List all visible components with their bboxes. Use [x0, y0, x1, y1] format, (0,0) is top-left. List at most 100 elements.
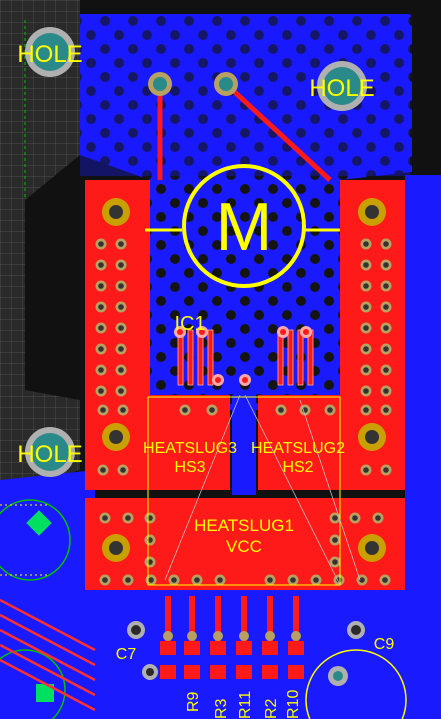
- via: [287, 574, 299, 586]
- via: [360, 322, 372, 334]
- left-led-section: [0, 499, 96, 719]
- via: [360, 343, 372, 355]
- r9-label: R9: [185, 691, 202, 712]
- resistor-pad[interactable]: [262, 641, 278, 655]
- via: [380, 385, 392, 397]
- via: [115, 280, 127, 292]
- via: [329, 556, 341, 568]
- mounting-hole-left[interactable]: [25, 427, 75, 477]
- via: [95, 238, 107, 250]
- heatslug3-label: HEATSLUG3: [143, 440, 237, 457]
- via-array: [95, 238, 392, 586]
- led-pad-diamond: [26, 510, 52, 536]
- resistor-trace: [165, 596, 171, 646]
- via: [380, 238, 392, 250]
- via: [264, 574, 276, 586]
- r3-label: R3: [213, 698, 230, 719]
- resistor-pad[interactable]: [160, 665, 176, 679]
- resistor-pad[interactable]: [210, 641, 226, 655]
- ic1-leads: [177, 329, 314, 386]
- hole-label-top-right: HOLE: [309, 75, 374, 102]
- resistor-via: [163, 631, 173, 641]
- via: [324, 404, 336, 416]
- via: [360, 385, 372, 397]
- via: [115, 238, 127, 250]
- via: [115, 343, 127, 355]
- via: [349, 512, 361, 524]
- via: [115, 301, 127, 313]
- via: [144, 556, 156, 568]
- via: [372, 512, 384, 524]
- resistor-via: [265, 631, 275, 641]
- r2-label: R2: [263, 698, 280, 719]
- bottom-copper-bottom: [95, 590, 410, 719]
- via: [95, 343, 107, 355]
- resistor-via: [213, 631, 223, 641]
- via: [380, 322, 392, 334]
- via: [95, 301, 107, 313]
- resistor-pad[interactable]: [184, 665, 200, 679]
- via: [275, 404, 287, 416]
- via: [117, 464, 129, 476]
- via: [379, 574, 391, 586]
- via: [97, 464, 109, 476]
- heatslug-outline: [147, 396, 341, 586]
- hole-label-top-left: HOLE: [17, 41, 82, 68]
- resistor-pad[interactable]: [236, 641, 252, 655]
- resistor-pad[interactable]: [184, 641, 200, 655]
- via: [115, 364, 127, 376]
- resistor-pad[interactable]: [288, 641, 304, 655]
- hs3-label: HS3: [174, 459, 205, 476]
- via: [95, 385, 107, 397]
- large-pad-group: [102, 198, 386, 562]
- resistor-pad[interactable]: [288, 665, 304, 679]
- net-line-3: [164, 394, 241, 581]
- resistor-via: [187, 631, 197, 641]
- via: [144, 512, 156, 524]
- top-copper-vcc: [85, 498, 405, 590]
- bottom-copper-pour-top: [80, 14, 412, 180]
- r10-label: R10: [285, 690, 302, 719]
- resistor-pad[interactable]: [262, 665, 278, 679]
- via: [380, 464, 392, 476]
- c9-label: C9: [374, 636, 395, 653]
- capacitor-c9[interactable]: [328, 621, 365, 686]
- heatslug1-label: HEATSLUG1: [194, 516, 294, 535]
- resistor-traces: [160, 596, 304, 679]
- via: [117, 404, 129, 416]
- ic1-pads: [174, 326, 312, 386]
- via: [168, 574, 180, 586]
- via: [206, 404, 218, 416]
- via: [360, 259, 372, 271]
- via: [122, 512, 134, 524]
- c7-label: C7: [116, 646, 137, 663]
- mounting-hole-top-left[interactable]: [25, 27, 75, 77]
- via: [97, 404, 109, 416]
- via: [115, 322, 127, 334]
- center-copper-gap: [232, 395, 256, 495]
- via: [380, 259, 392, 271]
- via: [329, 512, 341, 524]
- via: [360, 404, 372, 416]
- via: [95, 322, 107, 334]
- resistor-via: [239, 631, 249, 641]
- capacitor-c7[interactable]: [127, 621, 158, 680]
- motor-label: M: [216, 189, 273, 265]
- via: [99, 512, 111, 524]
- resistor-trace: [241, 596, 247, 646]
- motor-symbol-circle: [182, 164, 306, 288]
- via: [329, 534, 341, 546]
- r11-label: R11: [237, 691, 254, 719]
- via: [99, 574, 111, 586]
- resistor-pad[interactable]: [236, 665, 252, 679]
- mounting-hole-top-right[interactable]: [317, 61, 367, 111]
- via: [95, 364, 107, 376]
- hole-label-left: HOLE: [17, 441, 82, 468]
- resistor-via: [291, 631, 301, 641]
- via: [144, 534, 156, 546]
- via: [360, 301, 372, 313]
- resistor-pad[interactable]: [160, 641, 176, 655]
- resistor-pad[interactable]: [210, 665, 226, 679]
